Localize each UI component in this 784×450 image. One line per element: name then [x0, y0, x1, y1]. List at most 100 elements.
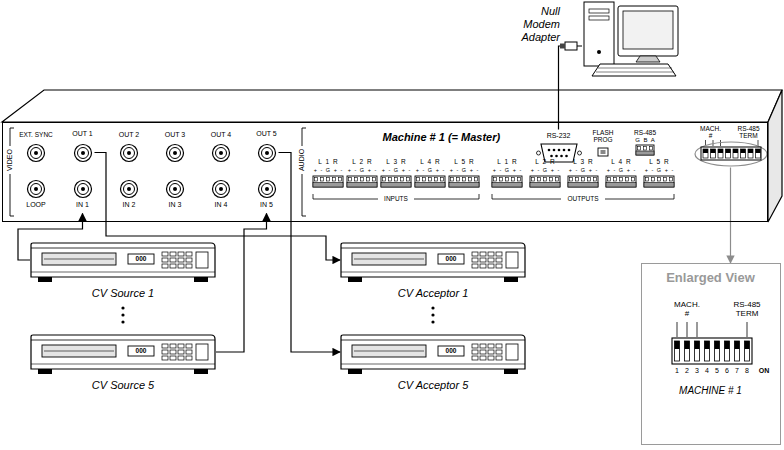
device-label: CV Source 1	[30, 287, 216, 300]
ellipsis-dot	[121, 320, 124, 323]
jack-label: OUT 1	[67, 130, 99, 138]
jack-label: OUT 4	[211, 131, 232, 139]
jack-label: LOOP	[26, 201, 45, 209]
jack-label: EXT. SYNC	[19, 131, 53, 138]
section-bracket	[302, 128, 306, 216]
switch-label: RS-485 TERM	[735, 125, 763, 139]
terminal-block	[636, 145, 654, 155]
section-bracket	[10, 128, 14, 216]
cable-connector	[730, 168, 731, 264]
section-label: VIDEO	[6, 149, 14, 171]
vcr-device: 000 CV Source 1	[30, 242, 216, 302]
rack-top	[2, 90, 782, 122]
terminal-block	[347, 176, 377, 187]
computer-shape	[582, 2, 682, 78]
vcr-device-shape	[30, 242, 216, 302]
rack-side	[768, 90, 782, 222]
jack-label: OUT 2	[119, 131, 140, 139]
channel-label: L 2 R	[535, 158, 554, 165]
rs232-port: RS-232	[536, 130, 582, 165]
vcr-device-shape	[340, 242, 526, 302]
cable-connector	[18, 214, 83, 261]
pin-label: + - G + -	[607, 167, 635, 173]
dip-switch-shape	[701, 147, 761, 160]
dip-switch	[672, 338, 752, 364]
device-label: CV Source 5	[30, 379, 216, 392]
channel-label: L 1 R	[497, 158, 516, 165]
bnc-jack-shape	[74, 144, 91, 161]
pin-label: + - G + -	[450, 167, 478, 173]
cable-connector	[216, 214, 267, 353]
rs232-port-shape	[536, 130, 582, 165]
bnc-jack	[121, 181, 138, 198]
vcr-device-shape	[340, 334, 526, 394]
cable-connector	[279, 153, 341, 353]
pin-label: + - G + -	[493, 167, 521, 173]
switch-number: 6	[725, 367, 729, 375]
switcher-front-panel: Machine # 1 (= Master)OUT 1OUT 5RS-232MA…	[2, 122, 768, 222]
bnc-jack-shape	[74, 180, 91, 197]
switch-number: 2	[685, 367, 689, 375]
bnc-jack	[167, 181, 184, 198]
display-digits: 000	[128, 255, 154, 263]
terminal-block	[381, 176, 411, 187]
computer: Null Modem Adapter	[582, 2, 682, 78]
switch-label: MACH. #	[699, 125, 723, 139]
channel-label: L 5 R	[454, 158, 473, 165]
terminal-block	[313, 176, 343, 187]
channel-label: L 4 R	[611, 158, 630, 165]
cable-connector	[95, 153, 341, 261]
null-modem-adapter	[565, 42, 577, 50]
terminal-block	[568, 176, 598, 187]
dip-switch-shape	[697, 124, 765, 168]
group-label: INPUTS	[384, 195, 408, 202]
view-caption: MACHINE # 1	[642, 385, 779, 397]
terminal-block	[644, 176, 674, 187]
pin-label: + - G + -	[531, 167, 559, 173]
bnc-jack	[28, 181, 45, 198]
switch-label: RS-485 TERM	[729, 300, 765, 318]
ellipsis-dot	[121, 306, 124, 309]
dip-switch: MACH. # RS-485 TERM	[697, 124, 765, 168]
bnc-jack-shape	[71, 179, 95, 214]
pin-label: + - G + -	[382, 167, 410, 173]
channel-label: L 1 R	[318, 158, 337, 165]
bnc-jack	[28, 145, 45, 162]
terminal-block	[530, 176, 560, 187]
leader-line	[677, 322, 747, 337]
switch-number: 7	[735, 367, 739, 375]
group-label: OUTPUTS	[567, 195, 598, 202]
jack-label: IN 4	[215, 201, 228, 209]
terminal-block	[606, 176, 636, 187]
group-bracket	[313, 194, 479, 199]
rs232-port-shape	[536, 144, 581, 162]
highlight-ellipse	[695, 142, 767, 166]
terminal-block	[449, 176, 479, 187]
ellipsis-dot	[121, 313, 124, 316]
bnc-jack-shape	[255, 130, 279, 163]
jack-label: OUT 5	[251, 130, 283, 138]
ellipsis-dot	[431, 313, 434, 316]
pin-label: + - G + -	[416, 167, 444, 173]
vcr-device-shape	[341, 335, 525, 374]
channel-label: L 3 R	[386, 158, 405, 165]
channel-label: L 2 R	[352, 158, 371, 165]
display-digits: 000	[438, 347, 464, 355]
terminal-block	[492, 176, 522, 187]
bnc-jack	[167, 145, 184, 162]
vcr-device-shape	[31, 243, 215, 282]
switch-number: 5	[715, 367, 719, 375]
callout-label: Null Modem Adapter	[512, 5, 560, 44]
null-modem-adapter	[560, 44, 565, 49]
view-heading: Enlarged View	[642, 270, 779, 285]
bnc-jack	[213, 181, 230, 198]
leader-line	[706, 140, 759, 146]
terminal-block	[415, 176, 445, 187]
pin-label: + - G + -	[348, 167, 376, 173]
jack-label: IN 2	[123, 201, 136, 209]
ellipsis-dot	[431, 320, 434, 323]
